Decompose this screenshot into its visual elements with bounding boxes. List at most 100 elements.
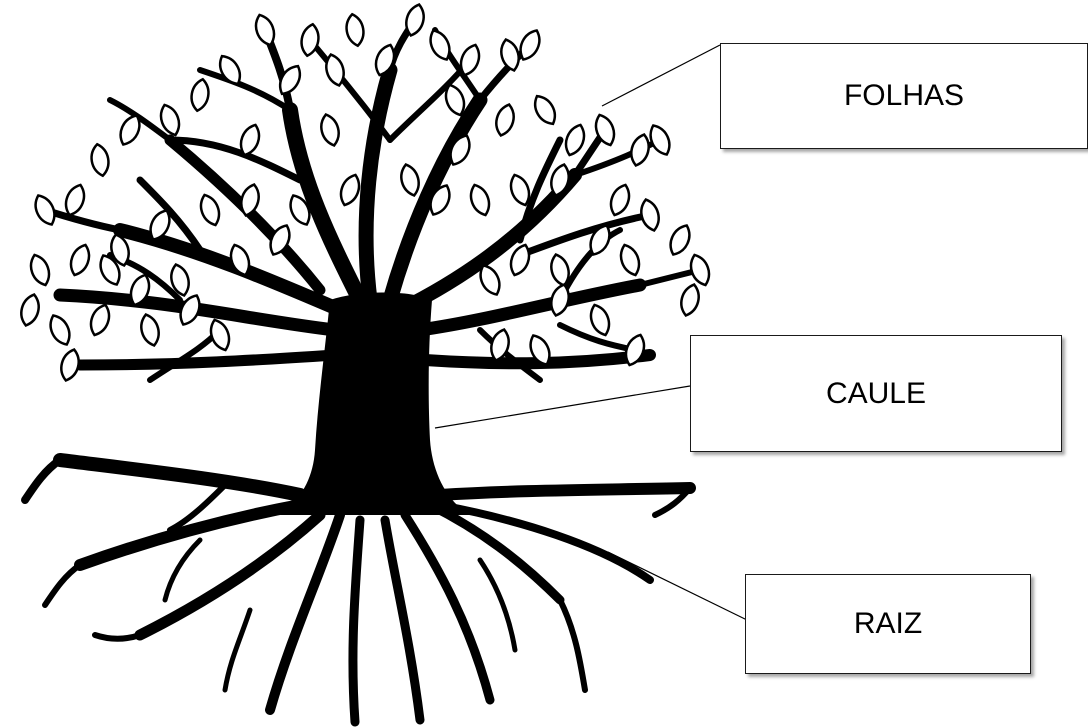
- leaf-50: [69, 243, 91, 277]
- leaf-shape: [534, 94, 556, 126]
- leaf-shape: [405, 3, 425, 37]
- leaf-shape: [89, 303, 111, 337]
- root-9: [380, 515, 425, 725]
- leaf-15: [34, 194, 56, 226]
- leaf-61: [170, 263, 190, 297]
- branch-5: [382, 92, 488, 308]
- leaf-8: [519, 29, 541, 61]
- leaf-65: [509, 173, 531, 207]
- leaf-shape: [564, 123, 586, 157]
- leaf-24: [630, 133, 650, 167]
- leaf-shape: [594, 113, 616, 147]
- leaf-29: [689, 253, 711, 287]
- root-14: [652, 485, 693, 518]
- leaf-shape: [689, 253, 711, 287]
- trunk-shape: [280, 292, 470, 515]
- label-folhas: FOLHAS: [843, 79, 965, 112]
- leaf-shape: [479, 264, 501, 296]
- leaf-38: [624, 333, 646, 367]
- leaf-7: [500, 38, 520, 72]
- leaf-shape: [229, 243, 251, 277]
- branch-16: [164, 134, 326, 296]
- leaf-41: [469, 183, 491, 217]
- leaf-23: [594, 113, 616, 147]
- leaf-shape: [69, 243, 91, 277]
- leaf-43: [400, 163, 420, 197]
- leaf-48: [149, 209, 171, 241]
- leaf-30: [680, 283, 700, 317]
- leaf-shape: [60, 348, 80, 382]
- leaf-shape: [179, 294, 201, 326]
- label-raiz: RAIZ: [853, 607, 923, 640]
- leaf-62: [129, 273, 151, 307]
- leaf-shape: [320, 113, 340, 147]
- leaf-shape: [269, 224, 291, 256]
- leaf-shape: [400, 163, 420, 197]
- root-3: [74, 499, 306, 571]
- leaf-13: [90, 142, 110, 178]
- leader-line-caule: [434, 385, 691, 429]
- tree-leaves: [20, 3, 711, 382]
- leaf-shape: [325, 53, 345, 87]
- leaf-shape: [199, 193, 221, 227]
- root-17: [162, 537, 203, 603]
- leaf-shape: [624, 333, 646, 367]
- branch-17: [107, 97, 173, 143]
- branch-19: [166, 136, 304, 184]
- leaf-3: [345, 12, 365, 48]
- leader-lines: [434, 44, 748, 621]
- leaf-22: [564, 123, 586, 157]
- branch-27: [136, 176, 204, 254]
- leaf-26: [609, 183, 631, 217]
- leaf-shape: [170, 263, 190, 297]
- leaf-37: [589, 303, 611, 337]
- leaf-36: [550, 283, 570, 317]
- leaf-11: [159, 103, 181, 137]
- root-16: [167, 477, 233, 533]
- label-box-caule: CAULE: [690, 335, 1062, 452]
- leaf-shape: [429, 29, 451, 61]
- leaf-19: [444, 83, 466, 117]
- leaf-shape: [649, 124, 671, 156]
- leader-line-folhas: [601, 44, 721, 107]
- tree-trunk: [280, 292, 470, 515]
- leaf-39: [529, 334, 551, 366]
- leaf-60: [269, 224, 291, 256]
- root-13: [434, 482, 696, 501]
- leaf-16: [279, 64, 301, 96]
- leaf-40: [490, 328, 510, 362]
- leaf-shape: [149, 209, 171, 241]
- branch-30: [477, 327, 543, 383]
- leaf-34: [509, 243, 531, 277]
- root-11: [425, 500, 565, 605]
- leaf-shape: [469, 183, 491, 217]
- leaf-shape: [490, 328, 510, 362]
- leaf-49: [110, 233, 130, 267]
- leaf-2: [300, 22, 320, 58]
- root-8: [348, 515, 365, 727]
- branch-18: [197, 67, 293, 113]
- leaf-35: [479, 264, 501, 296]
- leaf-68: [239, 123, 261, 157]
- leaf-shape: [509, 173, 531, 207]
- branch-13: [41, 206, 124, 234]
- leaf-shape: [190, 77, 210, 113]
- leaf-shape: [519, 29, 541, 61]
- leaf-shape: [90, 142, 110, 178]
- leaf-46: [240, 183, 260, 217]
- leaf-63: [99, 254, 121, 286]
- root-18: [222, 607, 253, 693]
- leaf-shape: [459, 43, 481, 77]
- root-1: [53, 453, 307, 502]
- leaf-shape: [374, 43, 396, 77]
- branch-29: [147, 327, 223, 383]
- root-4: [42, 562, 83, 608]
- leaf-27: [640, 198, 660, 232]
- leaf-28: [669, 224, 691, 256]
- leaf-shape: [449, 134, 471, 166]
- leaf-42: [429, 184, 451, 216]
- leaf-10: [190, 77, 210, 113]
- leaf-shape: [159, 103, 181, 137]
- leaf-shape: [239, 123, 261, 157]
- tree-roots: [21, 453, 696, 727]
